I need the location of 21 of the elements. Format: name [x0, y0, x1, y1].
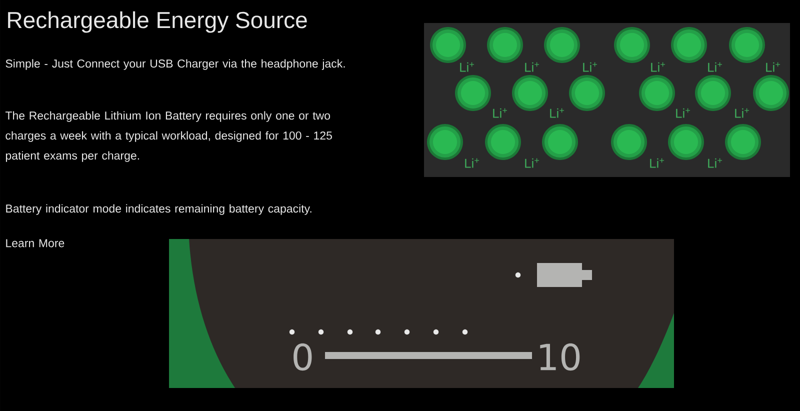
ion-label: Li$^{+}$: [651, 62, 666, 72]
ion-label: Li$^{+}$: [550, 108, 564, 118]
body-text: The Rechargeable Lithium Ion Battery requires only one or two charges a week with a typical workload, designed for 100 - 125 patient exams per charge.: [5, 111, 332, 162]
scale-number: 0: [294, 343, 312, 371]
ion-label: Li$^{+}$: [583, 62, 598, 72]
ion-label: Li$^{+}$: [708, 62, 722, 72]
ion-label: Li$^{+}$: [650, 158, 664, 168]
ion-label: Li$^{+}$: [525, 62, 540, 72]
ion-label: Li$^{+}$: [735, 108, 750, 118]
ion-label: Li$^{+}$: [460, 62, 474, 72]
ion-label: Li$^{+}$: [525, 158, 540, 168]
scale-number: 10: [540, 343, 580, 371]
link-text: Learn More: [6, 239, 64, 248]
title: Rechargeable Energy Source: [8, 11, 307, 33]
body-text: Battery indicator mode indicates remaining battery capacity.: [6, 204, 312, 215]
ion-label: Li$^{+}$: [465, 158, 480, 168]
ion-label: Li$^{+}$: [676, 108, 690, 118]
ion-label: Li$^{+}$: [708, 158, 722, 168]
body-text: Simple - Just Connect your USB Charger via the headphone jack.: [6, 59, 345, 70]
ion-label: Li$^{+}$: [493, 108, 508, 118]
ion-label: Li$^{+}$: [766, 62, 780, 72]
